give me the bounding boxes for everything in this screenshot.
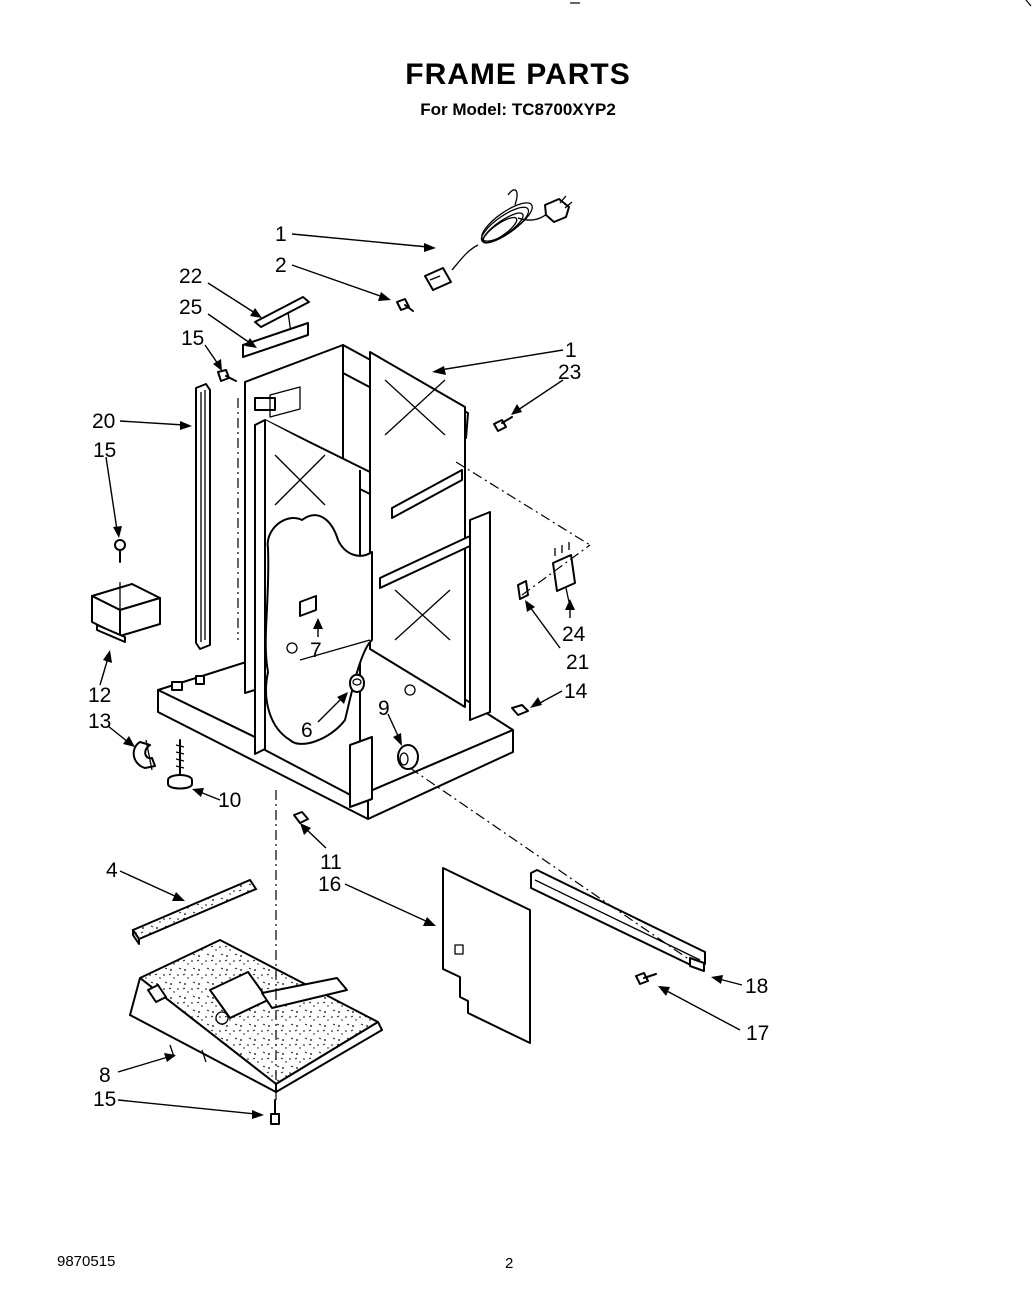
strip-part-4 bbox=[131, 878, 258, 945]
callout-15-left: 15 bbox=[93, 439, 116, 462]
fitting-part-9 bbox=[397, 744, 419, 770]
callout-leaders bbox=[99, 233, 743, 1119]
screw-part-22 bbox=[493, 416, 513, 432]
screw-part-15-left bbox=[114, 539, 126, 563]
callout-15-top: 15 bbox=[181, 327, 204, 350]
switch-part-23 bbox=[552, 542, 576, 603]
callout-14: 14 bbox=[564, 680, 588, 703]
assembly-guide-lines bbox=[237, 398, 691, 1100]
screw-part-17 bbox=[635, 972, 657, 985]
callout-16: 16 bbox=[318, 873, 341, 896]
callout-23: 24 bbox=[562, 623, 586, 646]
screw-part-15-top bbox=[217, 369, 237, 382]
callout-21: 21 bbox=[566, 651, 589, 674]
nut-part-11 bbox=[293, 811, 309, 824]
rail-part-18 bbox=[530, 869, 706, 972]
callout-9: 9 bbox=[378, 697, 390, 720]
callout-12: 12 bbox=[88, 684, 111, 707]
document-number: 9870515 bbox=[57, 1253, 116, 1270]
clip-part-7 bbox=[299, 595, 317, 617]
callout-8: 8 bbox=[99, 1064, 111, 1087]
grommet-part-6 bbox=[349, 673, 365, 693]
nut-part-14 bbox=[511, 704, 529, 716]
scan-marks bbox=[570, 0, 1032, 7]
callout-11: 11 bbox=[320, 851, 342, 874]
base-tray-part-8 bbox=[129, 939, 383, 1093]
callout-18: 18 bbox=[745, 975, 768, 998]
callout-1: 1 bbox=[565, 339, 577, 362]
callout-15-bottom: 15 bbox=[93, 1088, 116, 1111]
bracket-part-21 bbox=[517, 580, 529, 600]
leveling-foot-part-10 bbox=[167, 739, 193, 790]
rail-part-20 bbox=[195, 383, 211, 650]
callout-20: 20 bbox=[92, 410, 115, 433]
callout-22: 23 bbox=[558, 361, 581, 384]
screw-part-15-bottom bbox=[270, 1099, 280, 1125]
frame-cabinet-part-1 bbox=[157, 344, 514, 820]
callout-labels: 1 2 22 25 15 1 23 20 15 7 24 21 14 12 6 … bbox=[88, 223, 769, 1111]
bracket-part-25 bbox=[242, 322, 309, 358]
callout-17: 17 bbox=[746, 1022, 769, 1045]
panel-part-16 bbox=[442, 867, 531, 1044]
callout-3: 1 bbox=[275, 223, 287, 246]
callout-25: 25 bbox=[179, 296, 202, 319]
page-number: 2 bbox=[505, 1255, 514, 1272]
clamp-part-13 bbox=[132, 739, 156, 771]
callout-13: 13 bbox=[88, 710, 111, 733]
callout-24: 22 bbox=[179, 265, 202, 288]
callout-10: 10 bbox=[218, 789, 241, 812]
screw-part-2 bbox=[396, 298, 414, 312]
power-cord-part bbox=[424, 189, 573, 291]
model-subtitle: For Model: TC8700XYP2 bbox=[420, 100, 616, 119]
callout-2: 2 bbox=[275, 254, 287, 277]
callout-6: 6 bbox=[301, 719, 313, 742]
cover-part-12 bbox=[91, 582, 161, 643]
page-title: FRAME PARTS bbox=[405, 58, 631, 91]
callout-7: 7 bbox=[310, 639, 322, 662]
callout-4: 4 bbox=[106, 859, 118, 882]
